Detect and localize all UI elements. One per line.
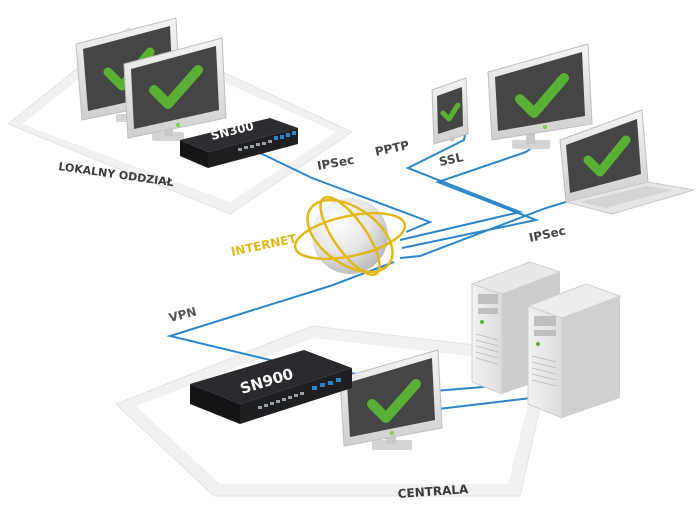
branch-monitor-front bbox=[123, 37, 227, 141]
hq-label: CENTRALA bbox=[397, 482, 469, 501]
check-icon bbox=[583, 135, 631, 177]
ipsec-branch-label: IPSec bbox=[316, 153, 355, 173]
link-vpn bbox=[166, 261, 395, 371]
check-icon bbox=[515, 73, 569, 118]
laptop bbox=[559, 109, 695, 215]
ssl-label: SSL bbox=[438, 150, 465, 169]
link-branch-ipsec bbox=[257, 151, 433, 233]
check-icon bbox=[367, 379, 421, 423]
tablet bbox=[431, 77, 469, 145]
remote-monitor bbox=[487, 43, 593, 149]
hq-monitor bbox=[339, 349, 443, 450]
internet-globe bbox=[293, 195, 407, 277]
ipsec-remote-label: IPSec bbox=[528, 224, 567, 245]
check-icon bbox=[149, 65, 203, 109]
pptp-label: PPTP bbox=[374, 138, 411, 159]
vpn-label: VPN bbox=[167, 305, 198, 325]
sn300-appliance: SN300 bbox=[180, 118, 298, 168]
internet-label: INTERNET bbox=[230, 231, 299, 259]
globe-icon bbox=[312, 198, 388, 274]
server-right bbox=[526, 283, 622, 419]
link-pptp bbox=[399, 129, 524, 241]
sn900-appliance: SN900 bbox=[190, 350, 352, 424]
check-icon bbox=[440, 102, 461, 122]
